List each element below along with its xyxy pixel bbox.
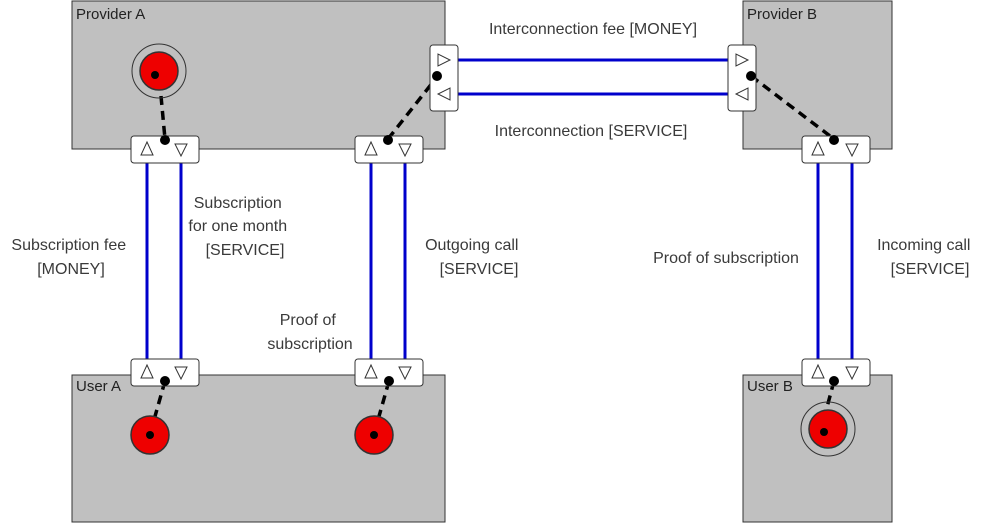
start-stimulus-provider-a[interactable] [131, 43, 187, 99]
interface-provider-a-interconnection[interactable] [429, 44, 459, 112]
value-exchanges [145, 58, 854, 368]
start-stimulus-icon [139, 51, 179, 91]
connection-points [160, 71, 839, 386]
connection-dot [160, 376, 170, 386]
label-interconnection: Interconnection [SERVICE] [495, 123, 688, 140]
actor-user-a-title: User A [76, 378, 121, 395]
ports [140, 53, 859, 381]
interface-provider-b-interconnection[interactable] [727, 44, 757, 112]
port-in-icon[interactable] [436, 87, 451, 101]
dependency-path [159, 95, 167, 140]
label-outgoing-call: Outgoing call [SERVICE] [425, 237, 523, 278]
port-in-icon[interactable] [140, 363, 154, 379]
port-out-icon[interactable] [845, 366, 859, 381]
port-out-icon[interactable] [845, 143, 859, 158]
connection-dot [829, 135, 839, 145]
actor-provider-b-title: Provider B [747, 6, 817, 23]
port-out-icon[interactable] [734, 87, 749, 101]
port-out-icon[interactable] [398, 143, 412, 158]
start-stimulus-user-a-2[interactable] [354, 415, 394, 455]
port-out-icon[interactable] [174, 143, 188, 158]
label-subscription-one-month: Subscription for one month [SERVICE] [188, 195, 291, 259]
label-interconnection-fee: Interconnection fee [MONEY] [489, 21, 697, 38]
start-stimulus-user-a-1[interactable] [130, 415, 170, 455]
interface-user-b[interactable] [801, 358, 871, 387]
port-in-icon[interactable] [364, 363, 378, 379]
connection-dot [384, 376, 394, 386]
label-proof-of-subscription-b: Proof of subscription [653, 250, 799, 267]
actor-provider-a[interactable]: Provider A [71, 0, 446, 150]
label-incoming-call: Incoming call [SERVICE] [877, 237, 975, 278]
port-out-icon[interactable] [398, 366, 412, 381]
connection-dot [160, 135, 170, 145]
label-subscription-fee: Subscription fee [MONEY] [11, 237, 130, 278]
connection-dot [383, 135, 393, 145]
port-in-icon[interactable] [811, 140, 825, 156]
actor-provider-a-title: Provider A [76, 6, 145, 23]
label-proof-of-subscription-a: Proof of subscription [267, 312, 352, 353]
port-in-icon[interactable] [735, 53, 750, 67]
dependency-path [749, 74, 836, 141]
port-in-icon[interactable] [811, 363, 825, 379]
actor-user-a[interactable]: User A [71, 374, 446, 523]
value-interfaces [130, 44, 871, 387]
connection-dot [432, 71, 442, 81]
port-in-icon[interactable] [364, 140, 378, 156]
connection-dot [746, 71, 756, 81]
start-stimulus-user-b[interactable] [800, 401, 856, 457]
actor-user-b[interactable]: User B [742, 374, 893, 523]
port-in-icon[interactable] [140, 140, 154, 156]
actor-user-b-title: User B [747, 378, 793, 395]
port-out-icon[interactable] [437, 53, 452, 67]
connection-dot [829, 376, 839, 386]
dependency-path [386, 75, 439, 141]
start-stimulus-icon [808, 409, 848, 449]
port-out-icon[interactable] [174, 366, 188, 381]
